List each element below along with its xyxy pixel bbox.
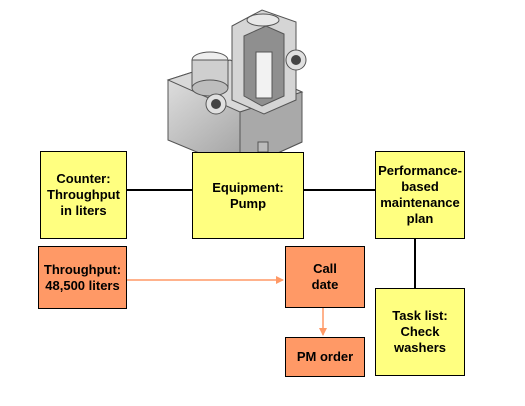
throughput-label: Throughput: 48,500 liters xyxy=(43,261,122,293)
equipment-box: Equipment: Pump xyxy=(192,152,304,239)
equipment-label: Equipment: Pump xyxy=(212,179,284,211)
counter-box: Counter: Throughput in liters xyxy=(40,151,127,239)
pm-order-label: PM order xyxy=(296,349,354,364)
counter-label: Counter: Throughput in liters xyxy=(47,171,120,218)
maintenance-plan-label: Performance- based maintenance plan xyxy=(378,163,462,226)
task-list-box: Task list: Check washers xyxy=(375,288,465,376)
task-list-label: Task list: Check washers xyxy=(392,308,448,355)
call-date-box: Call date xyxy=(285,246,365,308)
maintenance-plan-box: Performance- based maintenance plan xyxy=(375,151,465,239)
throughput-box: Throughput: 48,500 liters xyxy=(38,246,127,309)
pump-icon xyxy=(166,9,307,171)
call-date-label: Call date xyxy=(311,261,339,292)
pm-order-box: PM order xyxy=(285,337,365,377)
